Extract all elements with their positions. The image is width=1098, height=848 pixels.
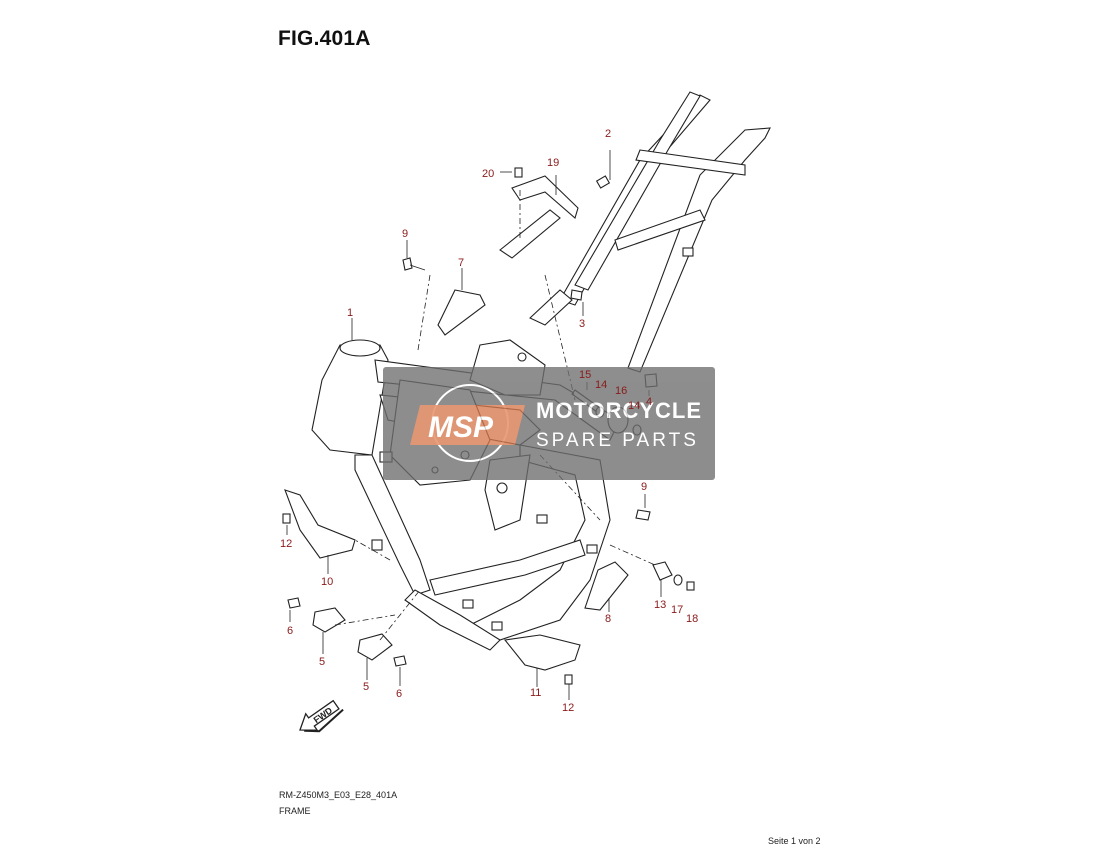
bolt-12-bottom bbox=[564, 674, 573, 685]
callout-20: 20 bbox=[482, 168, 494, 180]
callout-11: 11 bbox=[530, 687, 541, 699]
callout-18: 18 bbox=[686, 613, 698, 625]
watermark-logo-text: MSP bbox=[428, 411, 494, 444]
callout-14b: 14 bbox=[628, 400, 640, 412]
rear-subframe bbox=[529, 91, 771, 373]
callout-1: 1 bbox=[347, 307, 353, 319]
callout-9a: 9 bbox=[402, 228, 408, 240]
bracket-5a bbox=[312, 607, 346, 633]
callout-7: 7 bbox=[458, 257, 464, 269]
callout-13: 13 bbox=[654, 599, 666, 611]
callout-4: 4 bbox=[646, 396, 652, 408]
fwd-arrow: FWD bbox=[299, 699, 344, 733]
nut-18 bbox=[686, 581, 695, 591]
callout-5a: 5 bbox=[319, 656, 325, 668]
callout-9b: 9 bbox=[641, 481, 647, 493]
bolt-3 bbox=[570, 289, 583, 301]
washer-17 bbox=[673, 574, 683, 586]
bolt-20 bbox=[514, 167, 523, 178]
bolt-6a bbox=[287, 597, 301, 609]
callout-14a: 14 bbox=[595, 379, 607, 391]
callout-12b: 12 bbox=[562, 702, 574, 714]
bracket-5b bbox=[357, 633, 393, 661]
part-8-bracket bbox=[584, 561, 629, 611]
callout-8: 8 bbox=[605, 613, 611, 625]
bolt-9-right bbox=[635, 509, 651, 521]
figure-title: FIG.401A bbox=[278, 27, 371, 50]
callout-3: 3 bbox=[579, 318, 585, 330]
watermark: MSP MOTORCYCLE SPARE PARTS bbox=[383, 367, 715, 480]
callout-19: 19 bbox=[547, 157, 559, 169]
leader-lines bbox=[286, 171, 662, 700]
page-indicator: Seite 1 von 2 bbox=[768, 836, 821, 846]
callout-12a: 12 bbox=[280, 538, 292, 550]
callout-6a: 6 bbox=[287, 625, 293, 637]
callout-6b: 6 bbox=[396, 688, 402, 700]
watermark-line2: SPARE PARTS bbox=[536, 430, 699, 451]
callout-17: 17 bbox=[671, 604, 683, 616]
figure-name: FRAME bbox=[279, 806, 311, 816]
part-7-bracket bbox=[437, 289, 486, 336]
guard-10 bbox=[284, 489, 356, 559]
skid-plate-11 bbox=[503, 634, 581, 671]
callout-10: 10 bbox=[321, 576, 333, 588]
bolt-12-left bbox=[282, 513, 291, 524]
callouts: 1 2 3 4 5 5 6 6 7 8 9 9 10 11 12 12 13 1… bbox=[280, 128, 698, 714]
callout-16: 16 bbox=[615, 385, 627, 397]
bolt-6b bbox=[393, 655, 407, 667]
callout-15: 15 bbox=[579, 369, 591, 381]
bushing-13 bbox=[652, 561, 673, 581]
bracket-19 bbox=[499, 175, 579, 259]
figure-code: RM-Z450M3_E03_E28_401A bbox=[279, 790, 398, 800]
bolt-9-top bbox=[402, 257, 413, 271]
callout-5b: 5 bbox=[363, 681, 369, 693]
watermark-line1: MOTORCYCLE bbox=[536, 398, 702, 423]
callout-2: 2 bbox=[605, 128, 611, 140]
